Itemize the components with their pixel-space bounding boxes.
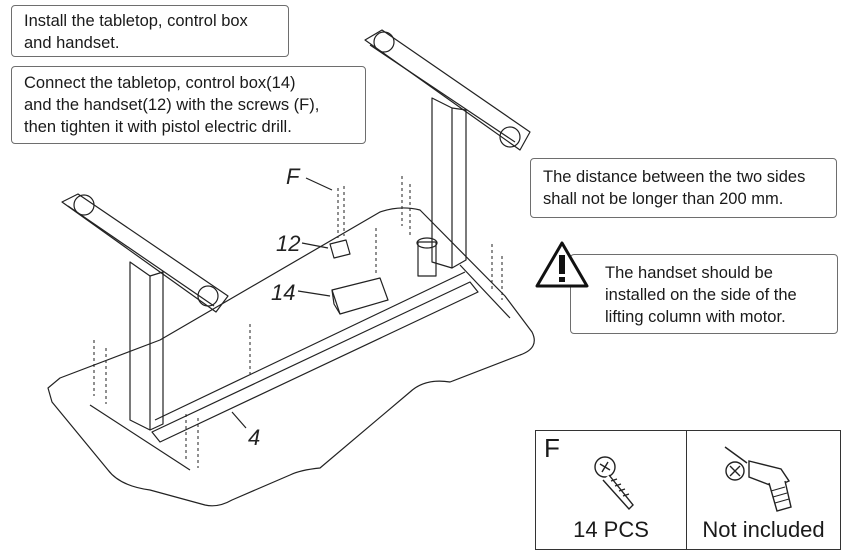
handset bbox=[329, 239, 351, 259]
tabletop bbox=[47, 207, 535, 507]
left-foot-pad-1 bbox=[73, 194, 95, 216]
screws-count: 14 PCS bbox=[573, 517, 649, 542]
drill-caption: Not included bbox=[702, 517, 825, 542]
parts-table: F 14 PCS Not included bbox=[535, 430, 841, 550]
part-letter: F bbox=[544, 433, 560, 463]
electric-drill-icon bbox=[724, 446, 792, 512]
handset-note: The handset should be installed on the s… bbox=[570, 254, 838, 334]
screw-icon bbox=[594, 456, 634, 511]
callout-handset: 12 bbox=[276, 231, 301, 256]
right-foot-pad-1 bbox=[373, 31, 395, 53]
right-foot-pad-2 bbox=[499, 126, 521, 148]
left-column bbox=[129, 261, 151, 431]
left-foot bbox=[61, 193, 229, 313]
control-box bbox=[331, 277, 389, 315]
left-foot-pad-2 bbox=[197, 285, 219, 307]
callout-control-box: 14 bbox=[271, 280, 296, 305]
screws-cell: F 14 PCS bbox=[536, 431, 687, 549]
motor bbox=[417, 241, 437, 277]
install-note: Install the tabletop, control box and ha… bbox=[11, 5, 289, 57]
callout-screw: F bbox=[286, 164, 300, 189]
drill-cell: Not included bbox=[687, 431, 840, 549]
distance-note: The distance between the two sides shall… bbox=[530, 158, 837, 218]
warning-triangle-icon bbox=[535, 241, 589, 288]
right-foot bbox=[364, 29, 531, 151]
connect-note: Connect the tabletop, control box(14) an… bbox=[11, 66, 366, 144]
callout-crossbar: 4 bbox=[248, 425, 261, 450]
crossbar bbox=[151, 281, 479, 443]
